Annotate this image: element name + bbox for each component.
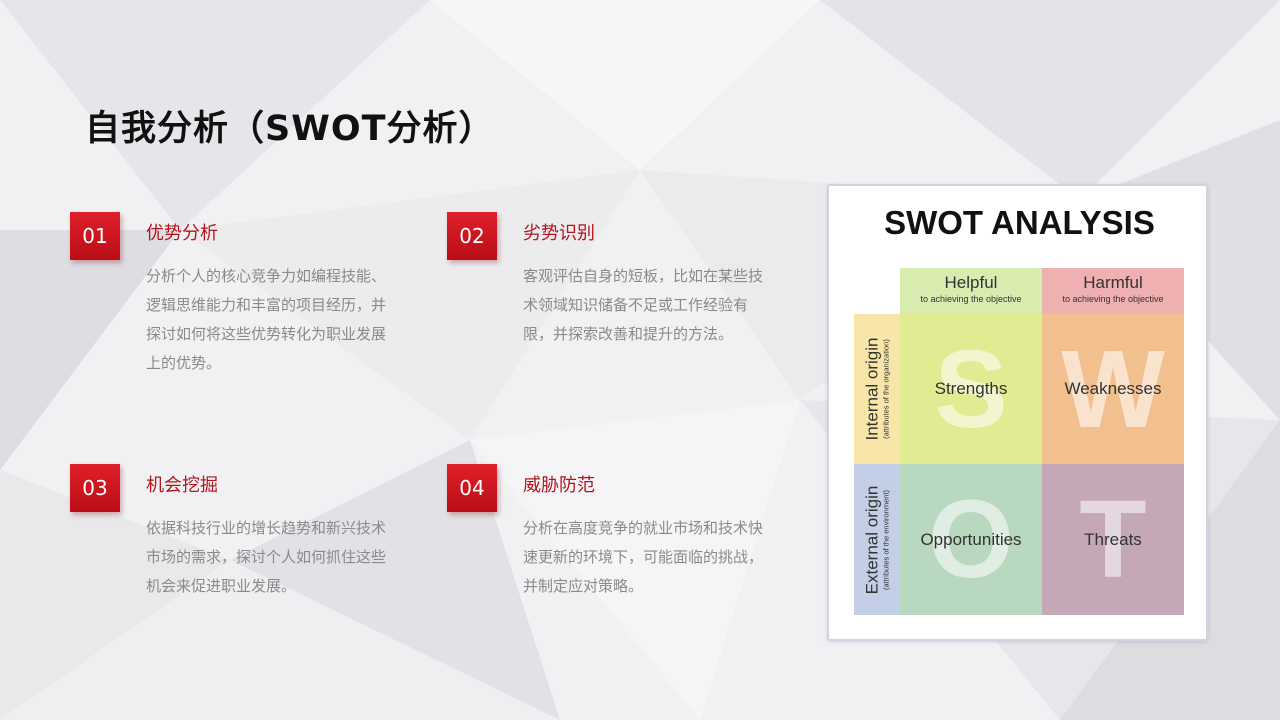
item-description: 分析个人的核心竞争力如编程技能、逻辑思维能力和丰富的项目经历，并探讨如何将这些优… bbox=[146, 267, 387, 372]
weaknesses-label: Weaknesses bbox=[1064, 379, 1162, 398]
number-badge: 04 bbox=[447, 464, 497, 512]
item-description: 依据科技行业的增长趋势和新兴技术市场的需求，探讨个人如何抓住这些机会来促进职业发… bbox=[146, 519, 387, 595]
helpful-label: Helpful bbox=[944, 273, 998, 292]
swot-heading: SWOT ANALYSIS bbox=[884, 204, 1155, 241]
internal-label: Internal origin bbox=[862, 337, 882, 441]
helpful-header: Helpful to achieving the objective bbox=[900, 268, 1042, 314]
number-badge: 02 bbox=[447, 212, 497, 260]
external-label: External origin bbox=[862, 485, 882, 594]
item-title: 优势分析 bbox=[146, 223, 218, 244]
external-sublabel: (attributes of the environment) bbox=[881, 489, 891, 590]
helpful-sublabel: to achieving the objective bbox=[920, 294, 1022, 304]
threats-letter: T bbox=[1079, 478, 1147, 601]
strengths-cell: S Strengths bbox=[900, 314, 1042, 464]
strengths-label: Strengths bbox=[934, 379, 1008, 398]
item-title: 劣势识别 bbox=[523, 223, 595, 244]
item-description: 分析在高度竞争的就业市场和技术快速更新的环境下，可能面临的挑战，并制定应对策略。 bbox=[523, 519, 764, 595]
threats-label: Threats bbox=[1084, 529, 1142, 549]
number-badge: 03 bbox=[70, 464, 120, 512]
harmful-header: Harmful to achieving the objective bbox=[1042, 268, 1184, 314]
harmful-sublabel: to achieving the objective bbox=[1062, 294, 1164, 304]
item-title: 机会挖掘 bbox=[146, 475, 218, 496]
opportunities-label: Opportunities bbox=[920, 529, 1022, 549]
threats-cell: T Threats bbox=[1042, 464, 1184, 615]
weaknesses-letter: W bbox=[1061, 327, 1165, 451]
item-description: 客观评估自身的短板，比如在某些技术领域知识储备不足或工作经验有限，并探索改善和提… bbox=[523, 267, 764, 343]
opportunities-letter: O bbox=[928, 478, 1014, 601]
internal-origin-header: Internal origin (attributes of the organ… bbox=[854, 314, 900, 464]
number-badge: 01 bbox=[70, 212, 120, 260]
opportunities-cell: O Opportunities bbox=[900, 464, 1042, 615]
weaknesses-cell: W Weaknesses bbox=[1042, 314, 1184, 464]
swot-diagram: SWOT ANALYSIS Helpful to achieving the o… bbox=[827, 184, 1208, 641]
external-origin-header: External origin (attributes of the envir… bbox=[854, 464, 900, 615]
page-title: 自我分析（SWOT分析） bbox=[85, 109, 495, 149]
strengths-letter: S bbox=[934, 327, 1008, 451]
harmful-label: Harmful bbox=[1083, 273, 1143, 292]
item-title: 威胁防范 bbox=[523, 475, 595, 496]
internal-sublabel: (attributes of the organization) bbox=[881, 339, 891, 439]
